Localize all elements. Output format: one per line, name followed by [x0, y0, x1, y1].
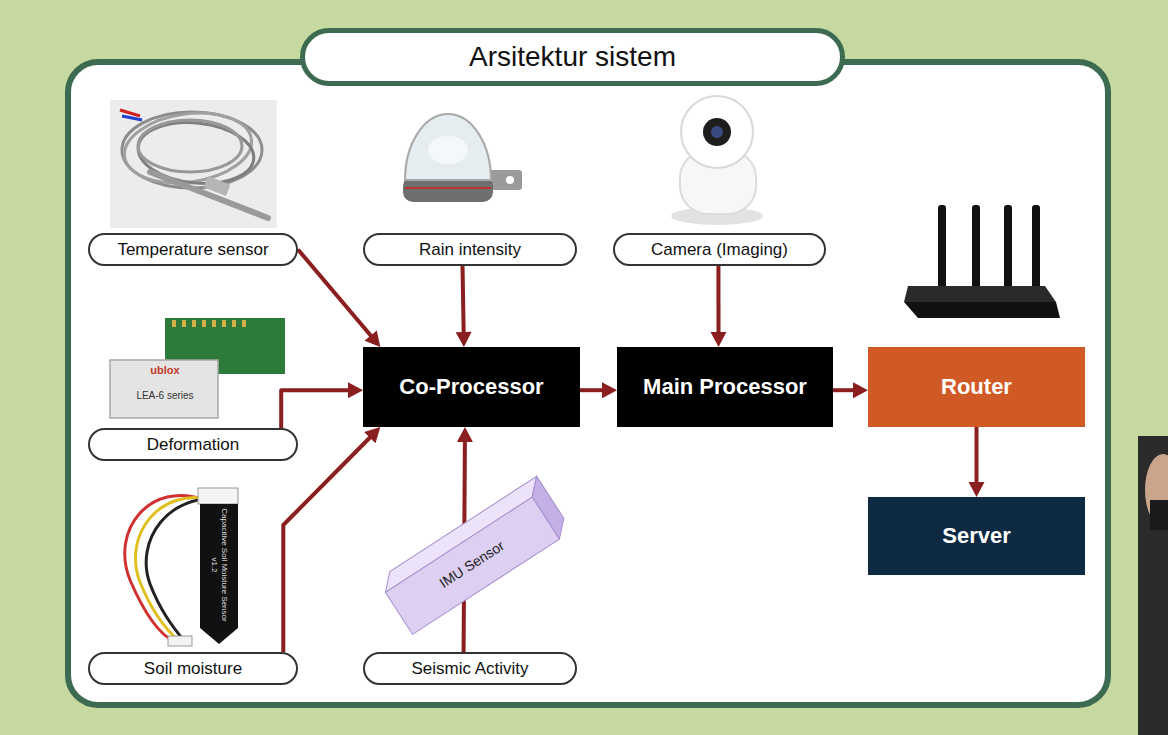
router-picture — [904, 302, 1060, 318]
router-picture — [1004, 205, 1012, 290]
node-text: Deformation — [147, 435, 240, 455]
frame-panel — [68, 62, 1108, 705]
part-label: ublox — [118, 364, 212, 377]
thermocouple-picture — [150, 172, 268, 218]
router-picture — [938, 205, 946, 290]
arrow-connector — [716, 266, 720, 334]
arrow-head — [602, 382, 617, 398]
arrow-head — [853, 382, 868, 398]
arrow-connector — [298, 250, 372, 338]
text-stack: Router — [941, 374, 1012, 400]
arrow-head — [711, 332, 727, 347]
node-text: Rain intensity — [419, 240, 521, 260]
text-stack: Rain intensity — [419, 240, 521, 260]
soil-sensor-picture — [168, 636, 192, 646]
arrow-connector — [283, 436, 371, 652]
thermocouple-picture — [122, 116, 142, 120]
part-label: IMU Sensor — [421, 527, 523, 601]
rain-sensor-picture — [405, 114, 491, 180]
gps-module-picture — [182, 320, 186, 327]
node-text: Co-Processor — [399, 374, 543, 400]
gps-module-picture — [232, 320, 236, 327]
gps-module-picture — [212, 320, 216, 327]
webcam-overlay — [1138, 436, 1168, 735]
soil-sensor-picture — [125, 488, 238, 646]
router-picture — [904, 205, 1060, 318]
node-text: Soil moisture — [144, 659, 242, 679]
node-text: Seismic Activity — [411, 659, 528, 679]
thermocouple-picture — [204, 176, 231, 196]
node-text: Router — [941, 374, 1012, 400]
gps-module-picture — [202, 320, 206, 327]
webcam-overlay — [1150, 500, 1168, 530]
router-picture — [904, 286, 1056, 302]
gps-module-picture — [222, 320, 226, 327]
thermocouple-picture — [135, 117, 257, 189]
text-stack: Server — [942, 523, 1011, 549]
router-picture — [972, 205, 980, 290]
imu-prism-picture — [377, 476, 572, 634]
sensor-label: Camera (Imaging) — [613, 233, 826, 266]
gps-module-picture — [172, 320, 176, 327]
router-picture — [1032, 205, 1040, 290]
rain-sensor-picture — [506, 176, 514, 184]
processor-box: Main Processor — [617, 347, 833, 427]
title-text: Arsitektur sistem — [469, 41, 676, 73]
arrow-connector — [580, 388, 604, 392]
sensor-label: Seismic Activity — [363, 652, 577, 685]
gps-module-picture — [110, 318, 285, 418]
text-stack: Seismic Activity — [411, 659, 528, 679]
soil-sensor-picture — [200, 504, 238, 644]
camera-picture — [681, 96, 753, 168]
rain-sensor-picture — [403, 114, 522, 202]
arrow-head — [456, 332, 472, 347]
camera-picture — [711, 126, 723, 138]
router-box: Router — [868, 347, 1085, 427]
thermocouple-picture — [110, 100, 277, 228]
part-label: Capacitive Soil Moisture Sensor v1.2 — [209, 503, 229, 627]
sensor-label: Soil moisture — [88, 652, 298, 685]
sensor-label: Deformation — [88, 428, 298, 461]
arrow-head — [365, 330, 381, 347]
soil-sensor-picture — [198, 488, 238, 504]
server-box: Server — [868, 497, 1085, 575]
rain-sensor-picture — [428, 136, 468, 164]
text-stack: Temperature sensor — [117, 240, 268, 260]
rain-sensor-picture — [405, 187, 491, 189]
arrow-head — [457, 427, 473, 442]
thermocouple-picture — [120, 105, 256, 190]
arrow-connector — [463, 266, 464, 334]
sensor-label: Temperature sensor — [88, 233, 298, 266]
imu-prism-picture — [385, 497, 559, 634]
arrow-connector — [833, 388, 855, 392]
camera-picture — [671, 96, 763, 225]
node-text: Main Processor — [643, 374, 807, 400]
thermocouple-picture — [138, 120, 242, 172]
arrow-connector — [975, 427, 979, 484]
gps-module-picture — [192, 320, 196, 327]
text-stack: Camera (Imaging) — [651, 240, 788, 260]
gps-module-picture — [110, 360, 218, 418]
processor-box: Co-Processor — [363, 347, 580, 427]
camera-picture — [703, 118, 731, 146]
arrow-head — [969, 482, 985, 497]
text-stack: Deformation — [147, 435, 240, 455]
text-stack: Main Processor — [643, 374, 807, 400]
title-pill: Arsitektur sistem — [300, 28, 845, 86]
sensor-label: Rain intensity — [363, 233, 577, 266]
text-stack: Co-Processor — [399, 374, 543, 400]
text-stack: Soil moisture — [144, 659, 242, 679]
arrow-connector — [281, 390, 350, 428]
node-text: Camera (Imaging) — [651, 240, 788, 260]
node-text: Server — [942, 523, 1011, 549]
arrow-head — [364, 427, 380, 443]
gps-module-picture — [242, 320, 246, 327]
node-text: Temperature sensor — [117, 240, 268, 260]
part-label: LEA-6 series — [118, 390, 212, 402]
arrow-head — [348, 382, 363, 398]
thermocouple-picture — [110, 100, 277, 228]
